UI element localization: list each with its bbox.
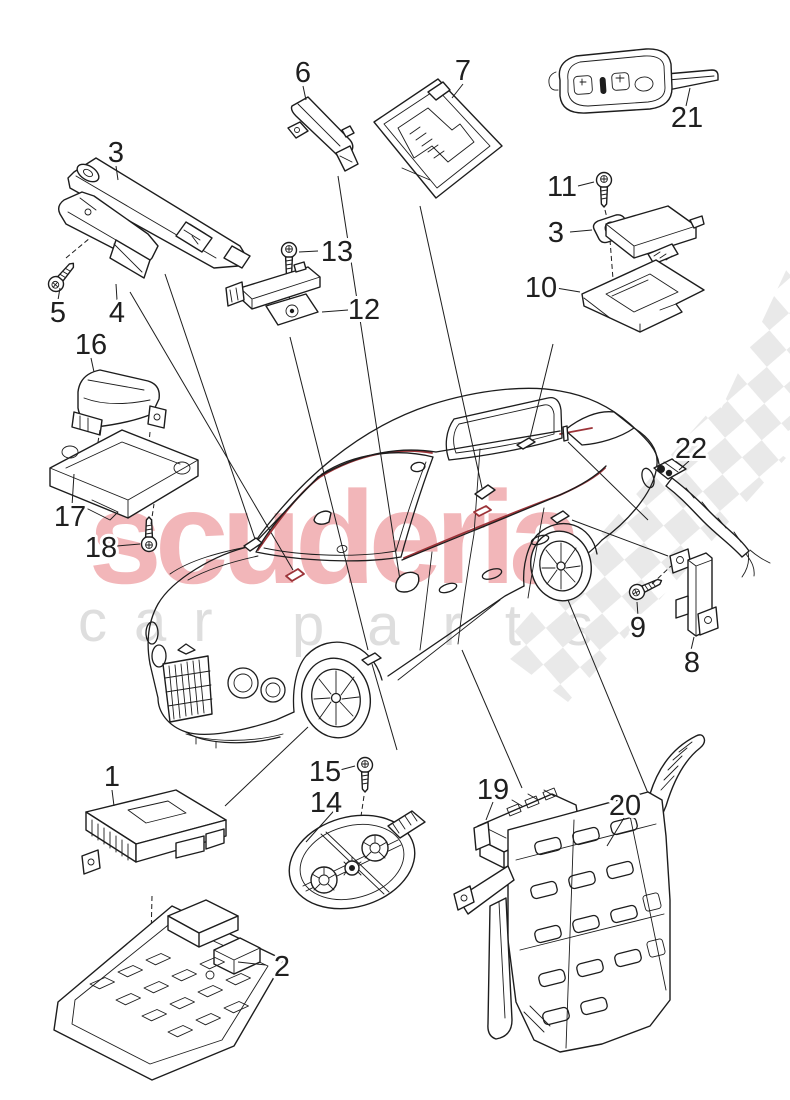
checkered-flag-watermark [498,262,790,702]
part-2-foam-tray [53,899,285,1081]
part-17-module-holder [49,429,199,521]
callout-13: 13 [321,236,353,268]
callout-6: 6 [295,57,311,89]
callout-12: 12 [348,294,380,326]
watermark-tagline-left: car [78,589,240,654]
callout-15: 15 [309,756,341,788]
rear-wheel [530,530,592,602]
callout-labels: 1 2 3 3 4 5 6 7 8 9 10 11 12 13 14 15 16… [47,52,710,986]
antenna-location-markers [243,425,570,666]
leader-lines [129,175,669,807]
callout-8: 8 [684,647,700,679]
callout-18: 18 [85,532,117,564]
part-5-screw [44,257,80,296]
callout-16: 16 [75,329,107,361]
callout-19: 19 [477,774,509,806]
callout-1: 1 [104,761,120,793]
callout-21: 21 [671,102,703,134]
callout-11: 11 [547,171,577,203]
callout-17: 17 [54,501,86,533]
callout-connectors [57,83,695,966]
part-4-mounting-bracket [57,191,159,279]
callout-3b: 3 [548,217,564,249]
callout-20: 20 [609,790,641,822]
part-14-antenna-module [288,810,426,910]
callout-10: 10 [525,272,557,304]
watermark: scuderia car parts [78,262,790,702]
part-20-mounting-panel [453,734,706,1053]
part-16-control-module [71,369,167,436]
part-11-screw [595,171,613,208]
callout-3: 3 [108,137,124,169]
part-3-antenna-bracket [67,157,251,269]
callout-9: 9 [630,612,646,644]
part-15-screw [356,756,374,793]
part-8-antenna-amplifier [669,548,719,637]
callout-7: 7 [455,55,471,87]
car-illustration [145,387,660,749]
part-12-antenna-bracket [225,261,321,326]
callout-22: 22 [675,433,707,465]
callout-14: 14 [310,787,342,819]
part-7-foam-holder [373,78,503,199]
part-21-remote-key [548,48,719,114]
callout-2: 2 [274,951,290,983]
front-wheel [301,657,371,739]
callout-4: 4 [109,297,125,329]
part-6-retaining-strip [287,96,359,172]
part-1-control-unit [81,789,227,875]
part-22-antenna-cable [653,458,771,578]
part-10-antenna-and-holder [581,205,705,333]
callout-5: 5 [50,297,66,329]
